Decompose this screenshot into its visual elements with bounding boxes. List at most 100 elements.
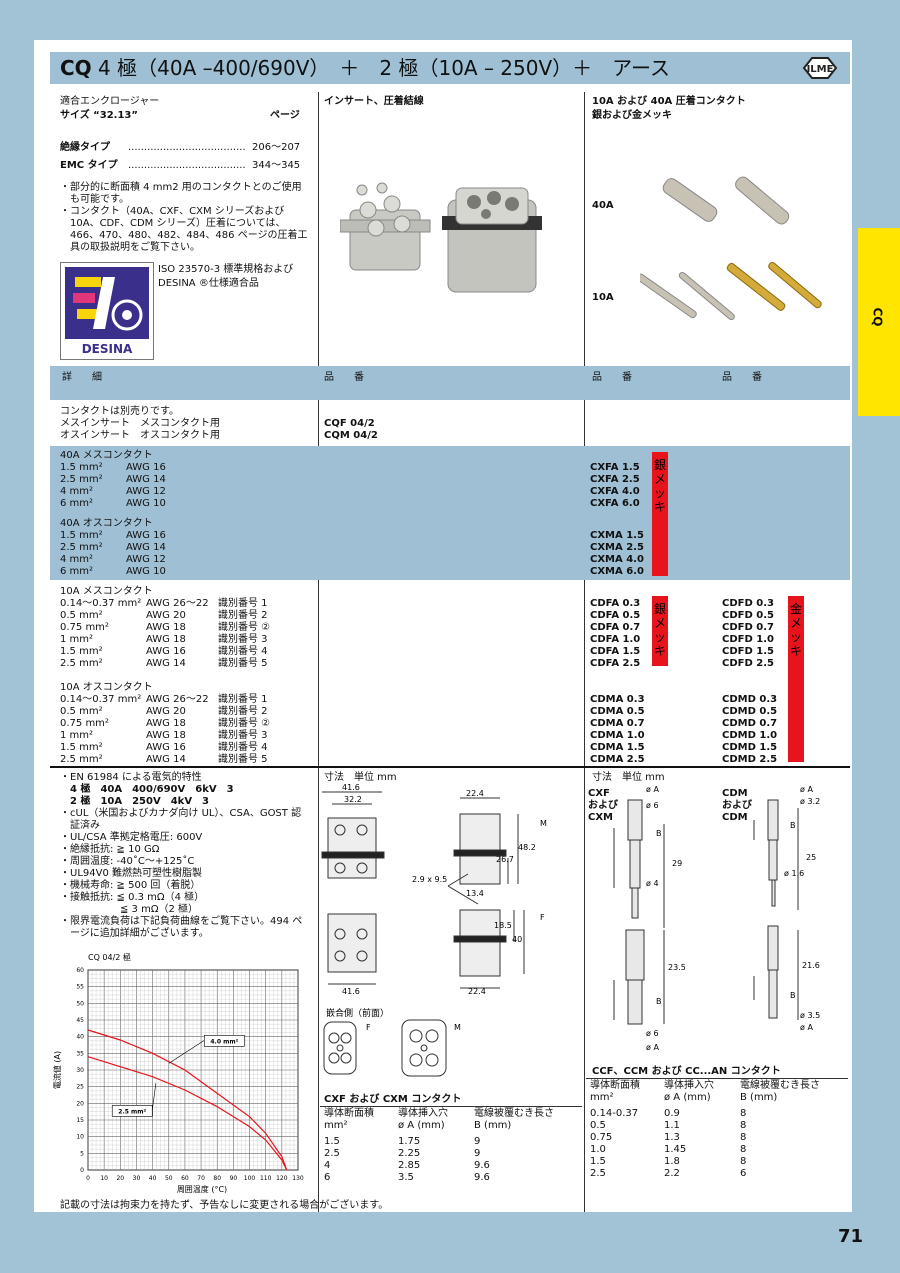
part-number-silver[interactable]: CDFA 0.5 (590, 610, 641, 621)
part-number-gold[interactable]: CDMD 1.0 (722, 730, 778, 741)
column-divider (584, 92, 585, 1212)
x-tick-label: 40 (149, 1175, 157, 1182)
part-number-gold[interactable]: CDMD 0.7 (722, 718, 778, 729)
x-tick-label: 20 (116, 1175, 124, 1182)
part-number-silver[interactable]: CDMA 1.0 (590, 730, 645, 741)
id-number: 識別番号 4 (218, 646, 268, 657)
sold-separately-note: コンタクトは別売りです。 (60, 406, 179, 417)
male-insert-code[interactable]: CQM 04/2 (324, 430, 378, 441)
part-number-gold[interactable]: CDFD 0.7 (722, 622, 774, 633)
x-tick-label: 30 (133, 1175, 141, 1182)
dim-13-4: 13.4 (466, 889, 484, 898)
male-insert-label: オスインサート オスコンタクト用 (60, 430, 220, 441)
iso-note: DESINA ®仕様適合品 (158, 278, 259, 289)
spec-list: ・cUL（米国およびカナダ向け UL）、CSA、GOST 認 証済み・UL/CS… (60, 808, 303, 939)
table-unit: B (mm) (474, 1120, 512, 1131)
part-number[interactable]: CXFA 1.5 (590, 462, 640, 473)
female-insert-code[interactable]: CQF 04/2 (324, 418, 375, 429)
part-number-silver[interactable]: CDFA 0.7 (590, 622, 641, 633)
part-number-gold[interactable]: CDMD 1.5 (722, 742, 778, 753)
table-cell: 0.14-0.37 (590, 1108, 639, 1119)
wire-size: 0.14〜0.37 mm² (60, 694, 142, 705)
section-tab-cq[interactable]: CQ (858, 228, 900, 416)
part-number-silver[interactable]: CDMA 2.5 (590, 754, 645, 765)
series-label: 2.5 mm² (118, 1108, 146, 1115)
y-tick-label: 10 (76, 1134, 84, 1141)
cdm-label: CDM (722, 788, 748, 799)
part-number[interactable]: CXFA 4.0 (590, 486, 640, 497)
insert-dimension-drawing: 41.6 32.2 22.4 M 48.2 26.7 2.9 x 9.5 13.… (321, 784, 547, 1077)
iso-note: ISO 23570-3 標準規格および (158, 264, 294, 275)
part-number-gold[interactable]: CDMD 0.5 (722, 706, 778, 717)
title-bar (50, 52, 850, 84)
part-number[interactable]: CXFA 2.5 (590, 474, 640, 485)
female-label: F (540, 913, 545, 922)
emc-pages[interactable]: 344〜345 (252, 160, 301, 171)
x-tick-label: 70 (197, 1175, 205, 1182)
part-number[interactable]: CXMA 6.0 (590, 566, 644, 577)
gold-plating-marker: 金メッキ (788, 596, 804, 762)
contacts-image (640, 176, 822, 321)
male-label: M (540, 819, 547, 828)
table-cell: 8 (740, 1132, 747, 1143)
x-tick-label: 80 (213, 1175, 221, 1182)
awg: AWG 10 (126, 566, 166, 577)
awg: AWG 18 (146, 730, 186, 741)
series-label: 4.0 mm² (210, 1038, 238, 1045)
spec-line: ・EN 61984 による電気的特性 (60, 772, 202, 783)
part-number-silver[interactable]: CDFA 1.5 (590, 646, 641, 657)
section-divider (50, 766, 850, 768)
insulated-pages[interactable]: 206〜207 (252, 142, 301, 153)
part-number[interactable]: CXMA 1.5 (590, 530, 644, 541)
awg: AWG 14 (146, 754, 186, 765)
part-number-gold[interactable]: CDFD 0.5 (722, 610, 774, 621)
part-number[interactable]: CXMA 2.5 (590, 542, 644, 553)
x-tick-label: 120 (276, 1175, 288, 1182)
table-cell: 1.8 (664, 1156, 680, 1167)
wire-size: 2.5 mm² (60, 658, 103, 669)
x-tick-label: 60 (181, 1175, 189, 1182)
part-number-gold[interactable]: CDMD 0.3 (722, 694, 778, 705)
part-number-silver[interactable]: CDMA 0.5 (590, 706, 645, 717)
dim-22-4: 22.4 (466, 789, 484, 798)
wire-size: 2.5 mm² (60, 754, 103, 765)
dim-b: B (790, 821, 796, 830)
part-number-silver[interactable]: CDFA 2.5 (590, 658, 641, 669)
part-number-silver[interactable]: CDFA 0.3 (590, 598, 641, 609)
dim-oa: ø A (800, 785, 813, 794)
y-tick-label: 30 (76, 1067, 84, 1074)
dim-21-6: 21.6 (802, 961, 820, 970)
part-number-silver[interactable]: CDMA 0.3 (590, 694, 645, 705)
insulated-type: 絶縁タイプ (60, 142, 110, 153)
id-number: 識別番号 ② (218, 622, 271, 633)
page-sheet (34, 40, 852, 1212)
dim-o3-5: ø 3.5 (800, 1011, 820, 1020)
table-cell: 0.5 (590, 1120, 606, 1131)
awg: AWG 16 (146, 742, 186, 753)
part-number-gold[interactable]: CDFD 1.0 (722, 634, 774, 645)
x-tick-label: 130 (292, 1175, 304, 1182)
series-line (87, 1029, 288, 1171)
part-number-gold[interactable]: CDMD 2.5 (722, 754, 778, 765)
dimensions-label: 寸法 単位 mm (324, 772, 397, 783)
awg: AWG 14 (126, 474, 166, 485)
and-label: および (722, 800, 752, 811)
silver-plating-marker: 銀メッキ (652, 596, 668, 666)
contact-heading: 10A および 40A 圧着コンタクト (592, 96, 746, 107)
page-title: CQ 4 極（40A –400/690V） ＋ 2 極（10A – 250V）＋… (60, 56, 670, 80)
part-number-gold[interactable]: CDFD 2.5 (722, 658, 774, 669)
part-number-gold[interactable]: CDFD 0.3 (722, 598, 774, 609)
part-number-silver[interactable]: CDFA 1.0 (590, 634, 641, 645)
female-face-label: F (366, 1023, 371, 1032)
table-cell: 6 (324, 1172, 331, 1183)
part-number[interactable]: CXMA 4.0 (590, 554, 644, 565)
dim-23-5: 23.5 (668, 963, 686, 972)
dim-41-6: 41.6 (342, 784, 360, 792)
part-number-silver[interactable]: CDMA 1.5 (590, 742, 645, 753)
wire-size: 0.14〜0.37 mm² (60, 598, 142, 609)
part-number-silver[interactable]: CDMA 0.7 (590, 718, 645, 729)
awg: AWG 16 (126, 530, 166, 541)
dim-18-5: 18.5 (494, 921, 512, 930)
part-number-gold[interactable]: CDFD 1.5 (722, 646, 774, 657)
part-number[interactable]: CXFA 6.0 (590, 498, 640, 509)
